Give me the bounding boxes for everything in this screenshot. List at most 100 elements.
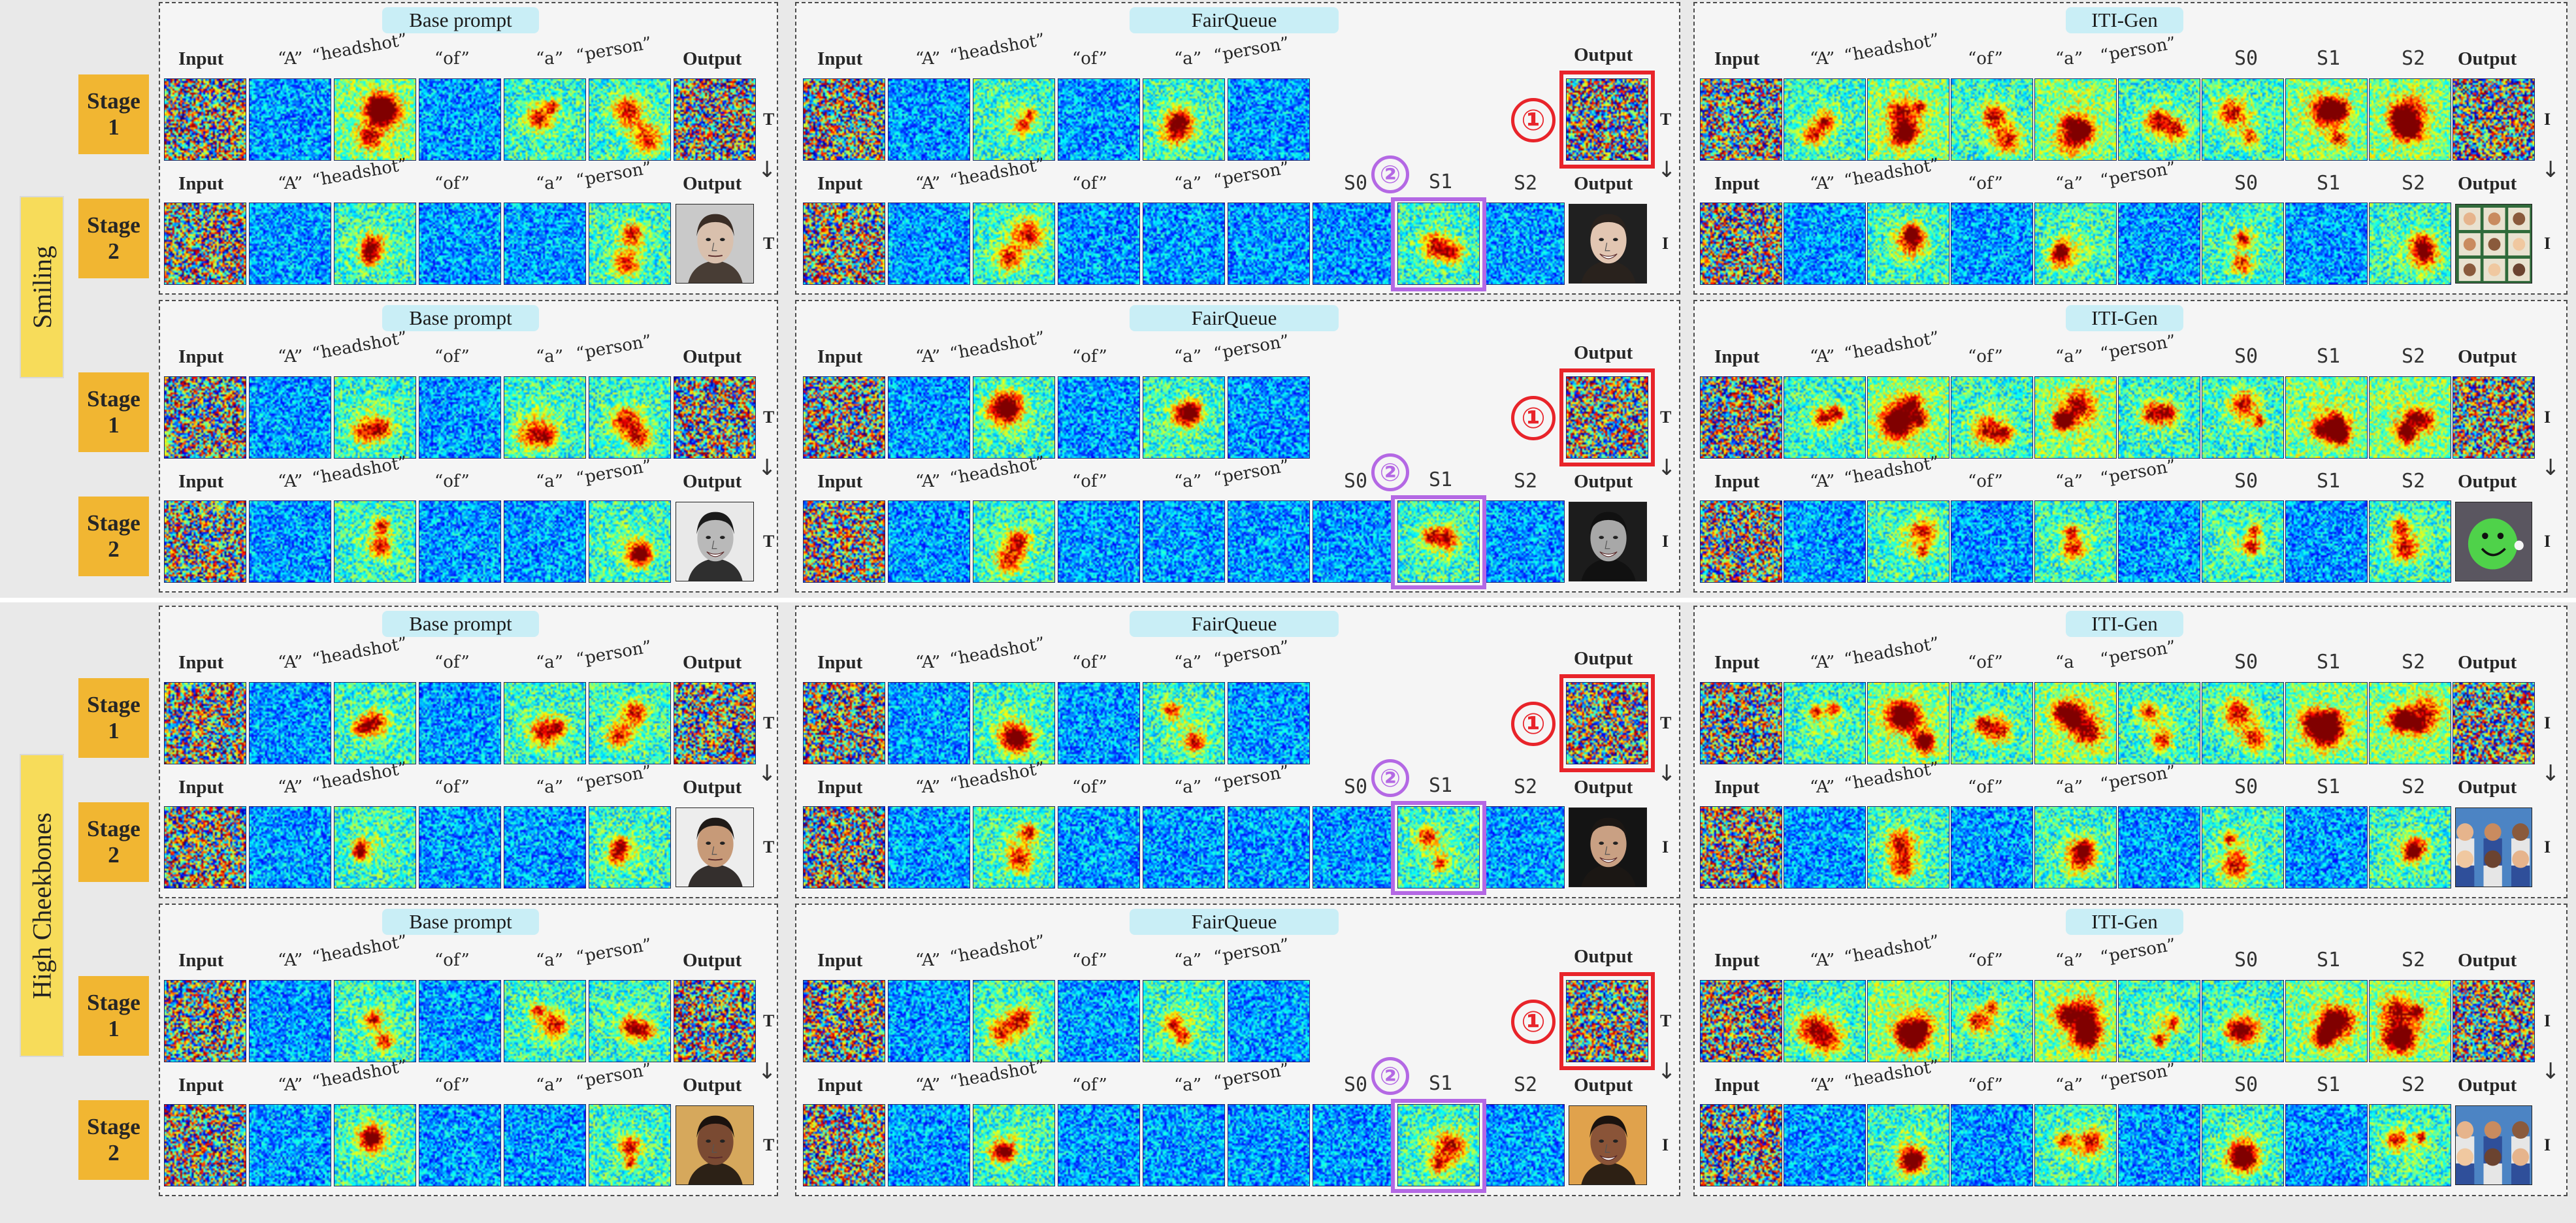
group-photo-collage xyxy=(2455,1105,2532,1185)
heatmap-canvas xyxy=(1143,203,1224,284)
heatmap-canvas xyxy=(1701,377,1782,458)
attention-map xyxy=(1143,203,1225,285)
down-arrow-icon: ↓ xyxy=(758,1058,777,1084)
token-label-a: “A” xyxy=(915,777,941,797)
token-label-person: “person” xyxy=(1212,935,1291,968)
heatmap-canvas xyxy=(1868,501,1949,582)
attention-map xyxy=(2369,203,2451,285)
token-label-person: “person” xyxy=(574,637,653,670)
attention-map xyxy=(1143,1104,1225,1186)
highlight-box-stage1-output xyxy=(1559,368,1655,466)
token-label-a: “A” xyxy=(1810,347,1835,367)
attention-map xyxy=(888,980,970,1062)
heatmap-canvas xyxy=(2035,203,2116,284)
heatmap-canvas xyxy=(2035,981,2116,1062)
attention-map xyxy=(1700,376,1782,459)
token-label-headshot: “headshot” xyxy=(1842,931,1941,968)
attention-map xyxy=(1482,806,1565,889)
attention-map xyxy=(419,682,501,764)
token-label-input: Input xyxy=(817,346,863,367)
token-label-headshot: “headshot” xyxy=(1842,327,1941,365)
attention-map xyxy=(504,1104,586,1186)
token-label-a-lower: “a” xyxy=(536,472,564,491)
soft-token-label-s1: S1 xyxy=(1429,774,1453,797)
tensor-type-letter: T xyxy=(1660,408,1672,427)
attention-map xyxy=(1784,500,1866,583)
token-label-output: Output xyxy=(683,346,742,367)
heatmap-canvas xyxy=(2286,79,2367,160)
attention-map xyxy=(1951,806,2033,889)
attention-map xyxy=(803,682,885,764)
token-label-a: “A” xyxy=(915,174,941,193)
attention-map xyxy=(2118,376,2200,459)
input-noise-map xyxy=(164,376,246,459)
attention-map xyxy=(1951,78,2033,161)
heatmap-canvas xyxy=(165,203,246,284)
attention-map xyxy=(419,376,501,459)
output-noise-map xyxy=(1566,682,1648,764)
token-label-headshot: “headshot” xyxy=(310,931,409,968)
attention-map xyxy=(2202,78,2284,161)
heatmap-canvas xyxy=(1143,1105,1224,1186)
tensor-type-letter: I xyxy=(2544,713,2551,732)
tensor-type-letter: T xyxy=(763,532,775,551)
token-label-person: “person” xyxy=(574,33,653,67)
token-label-a: “A” xyxy=(278,653,303,672)
token-label-person: “person” xyxy=(2098,331,2177,365)
attention-map xyxy=(2285,78,2368,161)
heatmap-canvas xyxy=(2119,683,2200,764)
attention-map xyxy=(803,376,885,459)
heatmap-canvas xyxy=(504,807,585,888)
heatmap-canvas xyxy=(1228,807,1309,888)
attention-map xyxy=(2202,500,2284,583)
tensor-type-letter: T xyxy=(1660,713,1672,732)
heatmap-canvas xyxy=(2035,807,2116,888)
stage-number: 2 xyxy=(108,1140,120,1166)
token-label-output: Output xyxy=(2458,346,2517,367)
marker-1-icon: ① xyxy=(1511,396,1556,440)
heatmap-canvas xyxy=(2453,377,2534,458)
heatmap-canvas xyxy=(589,807,670,888)
token-label-output: Output xyxy=(683,48,742,69)
panel-title: Base prompt xyxy=(382,909,539,935)
heatmap-canvas xyxy=(804,1105,885,1186)
heatmap-canvas xyxy=(2202,807,2283,888)
output-noise-map xyxy=(674,78,756,161)
attention-map xyxy=(1867,806,1949,889)
heatmap-canvas xyxy=(2286,203,2367,284)
heatmap-canvas xyxy=(589,203,670,284)
attention-map xyxy=(803,980,885,1062)
token-label-output: Output xyxy=(2458,652,2517,673)
heatmap-canvas xyxy=(1868,79,1949,160)
heatmap-canvas xyxy=(419,501,500,582)
highlight-box-stage1-output xyxy=(1559,71,1655,169)
attention-map xyxy=(419,203,501,285)
heatmap-canvas xyxy=(1143,981,1224,1062)
token-label-output: Output xyxy=(1574,471,1633,492)
attention-map xyxy=(1784,376,1866,459)
attention-map xyxy=(1867,500,1949,583)
attention-map xyxy=(1312,806,1395,889)
soft-token-label-s0: S0 xyxy=(2234,470,2258,493)
token-label-input: Input xyxy=(178,471,224,492)
panel-title: Base prompt xyxy=(382,611,539,637)
tensor-type-letter: I xyxy=(2544,234,2551,253)
heatmap-canvas xyxy=(674,981,755,1062)
heatmap-canvas xyxy=(1868,1105,1949,1186)
attention-map xyxy=(2369,682,2451,764)
token-label-a: “A” xyxy=(1810,472,1835,491)
heatmap-canvas xyxy=(250,79,331,160)
attention-map xyxy=(1482,1104,1565,1186)
attention-map xyxy=(2118,78,2200,161)
token-label-headshot: “headshot” xyxy=(1842,29,1941,67)
heatmap-canvas xyxy=(504,981,585,1062)
heatmap-canvas xyxy=(889,377,970,458)
token-label-input: Input xyxy=(178,950,224,971)
stage-number: 1 xyxy=(108,1016,120,1041)
soft-token-label-s0: S0 xyxy=(2234,345,2258,368)
soft-token-label-s1: S1 xyxy=(2317,47,2341,70)
attention-map xyxy=(1143,806,1225,889)
soft-token-label-s1: S1 xyxy=(2317,651,2341,674)
